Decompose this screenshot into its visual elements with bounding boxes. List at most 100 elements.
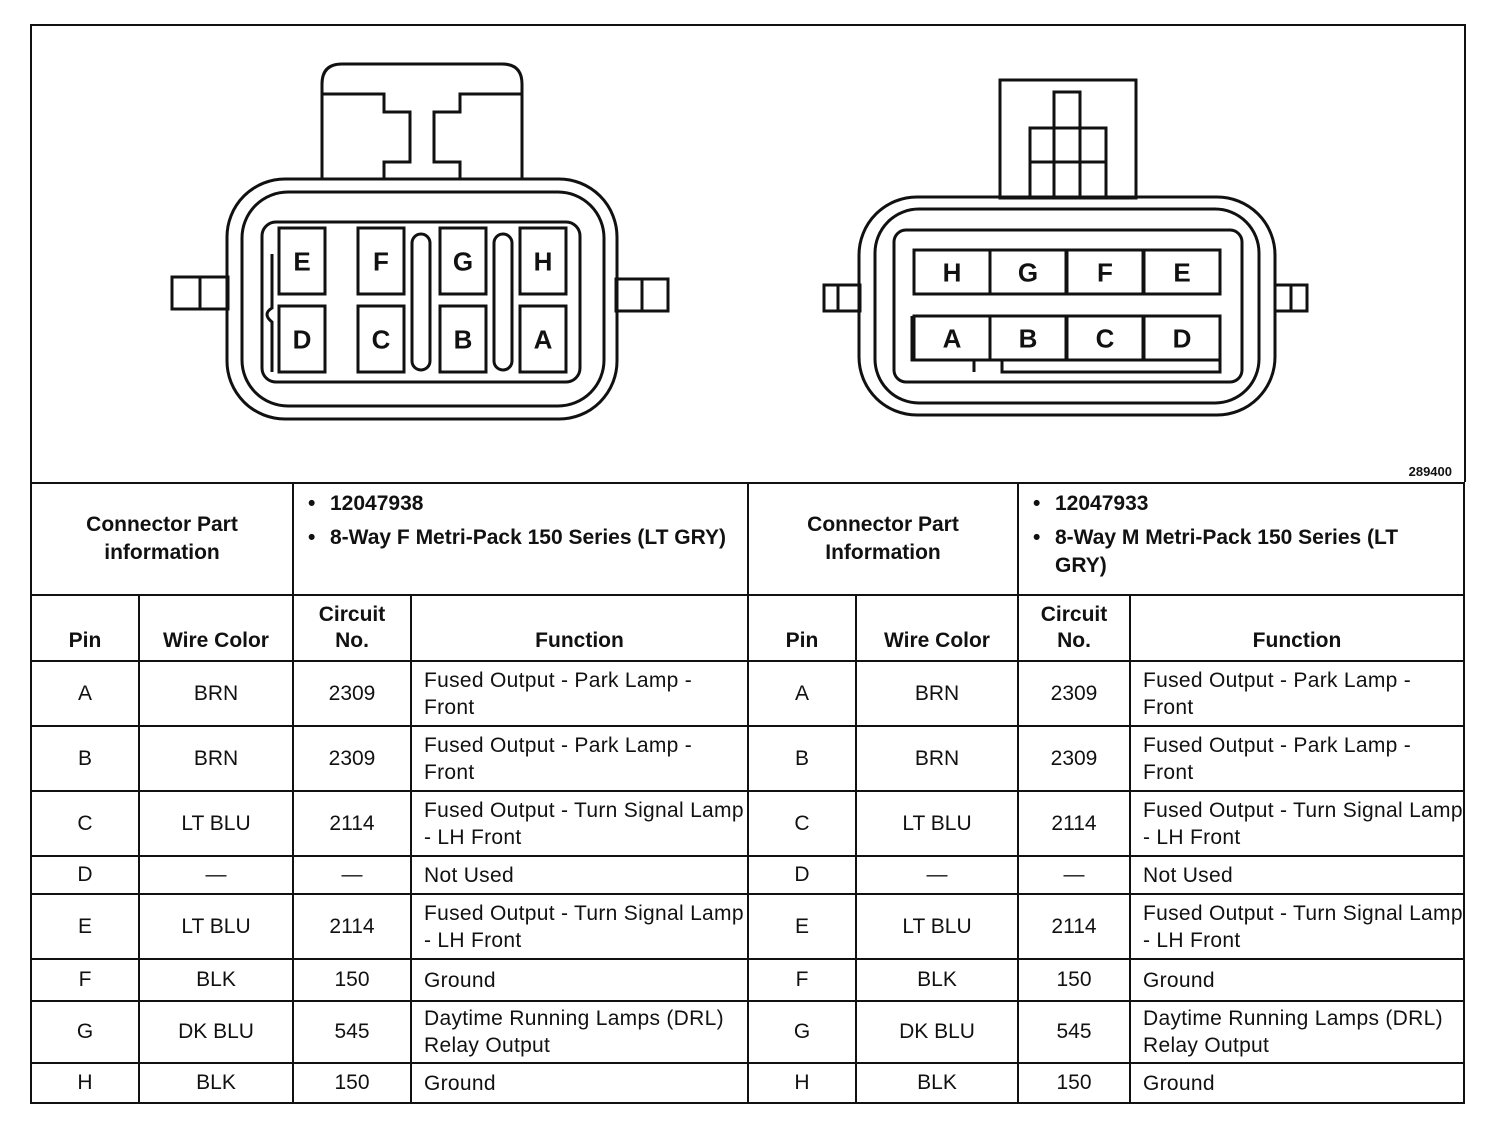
wire-color-cell: DK BLU (855, 1000, 1019, 1064)
circuit-cell: 2309 (1017, 725, 1131, 792)
pin-cell: E (30, 893, 140, 960)
function-cell: Not Used (410, 855, 749, 895)
col-wire-color-header: Wire Color (138, 594, 294, 662)
table-row: D——Not Used (747, 855, 1465, 895)
circuit-cell: 150 (1017, 1062, 1131, 1104)
wire-color-cell: BLK (138, 1062, 294, 1104)
col-circuit-header: Circuit No. (292, 594, 412, 662)
circuit-cell: 2309 (292, 725, 412, 792)
pin-cell: G (30, 1000, 140, 1064)
pin-cell: B (30, 725, 140, 792)
cavity-box (277, 304, 327, 374)
table-row: D——Not Used (30, 855, 749, 895)
cavity-label: C (1096, 323, 1115, 353)
pin-cell: C (747, 790, 857, 857)
wire-color-cell: LT BLU (138, 790, 294, 857)
function-cell: Fused Output - Park Lamp - Front (410, 725, 749, 792)
pin-cell: F (747, 958, 857, 1002)
col-pin-header: Pin (30, 594, 140, 662)
circuit-cell: 2114 (292, 893, 412, 960)
cavity-box (1142, 248, 1222, 296)
circuit-cell: 2114 (1017, 893, 1131, 960)
pin-cell: H (747, 1062, 857, 1104)
circuit-cell: 150 (292, 1062, 412, 1104)
pin-cell: G (747, 1000, 857, 1064)
right-connector-table: Connector Part Information 12047933 8-Wa… (747, 482, 1465, 1104)
wire-color-cell: BLK (855, 958, 1019, 1002)
wire-color-cell: — (138, 855, 294, 895)
col-wire-color-header: Wire Color (855, 594, 1019, 662)
cavity-label: D (1173, 323, 1192, 353)
wire-color-cell: BLK (855, 1062, 1019, 1104)
wire-color-cell: BRN (138, 725, 294, 792)
part-description: 8-Way F Metri-Pack 150 Series (LT GRY) (308, 524, 739, 552)
cavity-label: D (293, 324, 312, 354)
connector-part-label: Connector Part information (30, 482, 294, 596)
circuit-cell: 150 (292, 958, 412, 1002)
function-cell: Ground (410, 1062, 749, 1104)
function-cell: Fused Output - Turn Signal Lamp - LH Fro… (410, 893, 749, 960)
circuit-cell: 545 (292, 1000, 412, 1064)
circuit-cell: 2114 (1017, 790, 1131, 857)
cavity-box (1142, 314, 1222, 362)
wire-color-cell: — (855, 855, 1019, 895)
function-cell: Daytime Running Lamps (DRL) Relay Output (1129, 1000, 1465, 1064)
cavity-label: H (534, 246, 553, 276)
function-cell: Fused Output - Turn Signal Lamp - LH Fro… (1129, 893, 1465, 960)
cavity-label: F (373, 246, 389, 276)
wire-color-cell: LT BLU (138, 893, 294, 960)
circuit-cell: 2309 (1017, 660, 1131, 727)
cavity-label: H (943, 257, 962, 287)
cavity-label: G (1018, 257, 1038, 287)
function-cell: Fused Output - Turn Signal Lamp - LH Fro… (1129, 790, 1465, 857)
col-circuit-header: Circuit No. (1017, 594, 1131, 662)
part-number: 12047933 (1033, 490, 1455, 518)
wire-color-cell: LT BLU (855, 893, 1019, 960)
cavity-label: G (453, 246, 473, 276)
pin-cell: C (30, 790, 140, 857)
cavity-box (356, 304, 406, 374)
cavity-box (356, 226, 406, 296)
function-cell: Not Used (1129, 855, 1465, 895)
pin-cell: H (30, 1062, 140, 1104)
connector-part-info: 12047938 8-Way F Metri-Pack 150 Series (… (292, 482, 749, 596)
function-cell: Ground (410, 958, 749, 1002)
cavity-label: A (534, 324, 553, 354)
wire-color-cell: DK BLU (138, 1000, 294, 1064)
circuit-cell: 545 (1017, 1000, 1131, 1064)
pin-cell: D (747, 855, 857, 895)
circuit-cell: 2309 (292, 660, 412, 727)
circuit-cell: 150 (1017, 958, 1131, 1002)
cavity-box (438, 304, 488, 374)
part-number: 12047938 (308, 490, 739, 518)
cavity-box (277, 226, 327, 296)
pin-cell: A (747, 660, 857, 727)
cavity-label: E (293, 246, 310, 276)
cavity-label: C (372, 324, 391, 354)
cavity-label: B (1019, 323, 1038, 353)
right-connector-body (822, 78, 1309, 417)
pin-cell: A (30, 660, 140, 727)
function-cell: Fused Output - Park Lamp - Front (410, 660, 749, 727)
pin-cell: D (30, 855, 140, 895)
function-cell: Fused Output - Park Lamp - Front (1129, 660, 1465, 727)
connector-part-info: 12047933 8-Way M Metri-Pack 150 Series (… (1017, 482, 1465, 596)
function-cell: Fused Output - Park Lamp - Front (1129, 725, 1465, 792)
figure-number: 289400 (1408, 464, 1452, 479)
col-pin-header: Pin (747, 594, 857, 662)
wire-color-cell: BRN (855, 660, 1019, 727)
